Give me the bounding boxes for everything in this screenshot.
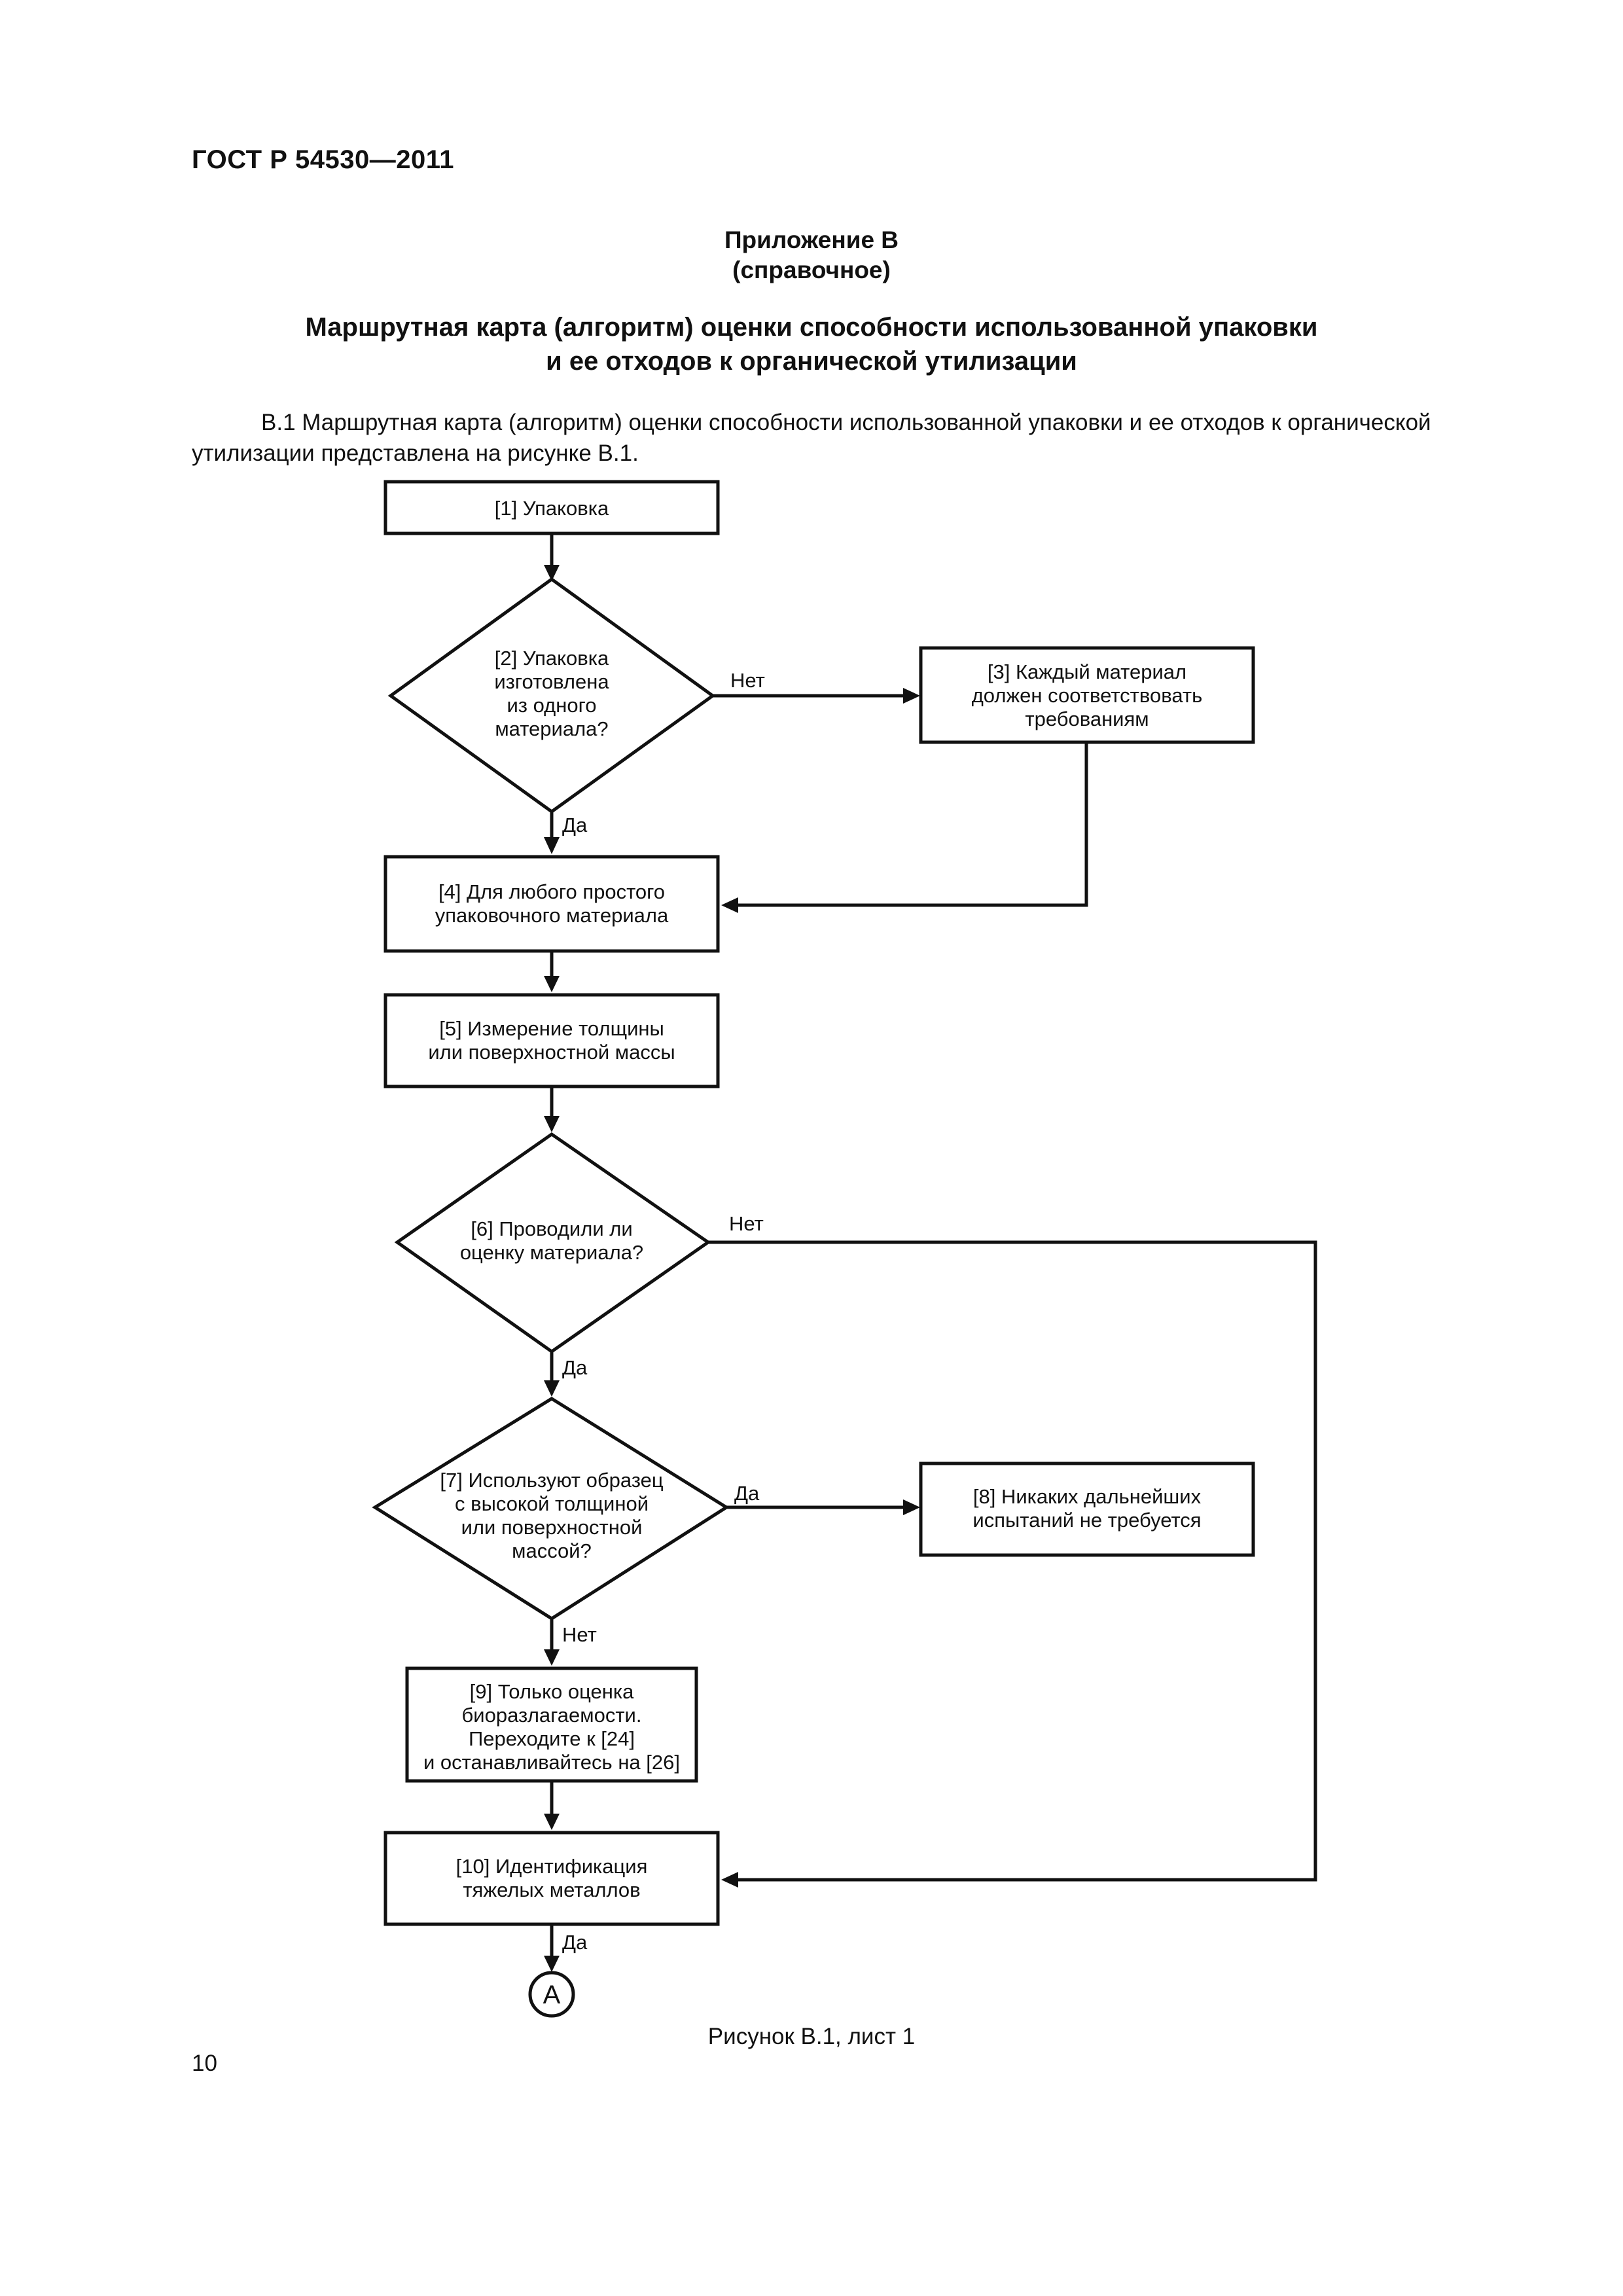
connector-label: A <box>543 1981 561 2009</box>
node-9: [9] Только оценка биоразлагаемости. Пере… <box>405 1666 698 1783</box>
node-6-line-1: [6] Проводили ли <box>471 1217 632 1240</box>
node-7-line-2: с высокой толщиной <box>455 1492 649 1515</box>
label-n2-no: Нет <box>730 669 765 692</box>
node-1: [1] Упаковка <box>383 480 720 535</box>
node-5-line-2: или поверхностной массы <box>428 1041 675 1064</box>
node-9-line-1: [9] Только оценка <box>470 1680 634 1703</box>
node-8-line-1: [8] Никаких дальнейших <box>973 1485 1202 1508</box>
arrowhead-2-4 <box>544 837 560 854</box>
figure-caption: Рисунок В.1, лист 1 <box>707 2024 916 2049</box>
node-3-line-3: требованиям <box>1025 708 1149 730</box>
label-n6-yes: Да <box>562 1356 588 1379</box>
node-7-decision: [7] Используют образец с высокой толщино… <box>372 1397 730 1621</box>
node-4-line-2: упаковочного материала <box>435 904 669 927</box>
node-4-line-1: [4] Для любого простого <box>438 880 665 903</box>
node-6-line-2: оценку материала? <box>460 1241 643 1264</box>
section-title-line-1: Маршрутная карта (алгоритм) оценки спосо… <box>305 313 1318 342</box>
arrowhead-4-5 <box>544 976 560 992</box>
node-2-line-4: материала? <box>495 717 608 740</box>
node-1-line-1: [1] Упаковка <box>495 497 609 520</box>
node-3-line-2: должен соответствовать <box>972 684 1203 707</box>
node-5: [5] Измерение толщины или поверхностной … <box>383 993 720 1088</box>
intro-paragraph: В.1 Маршрутная карта (алгоритм) оценки с… <box>192 410 1431 466</box>
arrowhead-3-4 <box>721 897 738 913</box>
node-7-line-3: или поверхностной <box>461 1516 643 1539</box>
node-6-decision: [6] Проводили ли оценку материала? <box>394 1132 711 1354</box>
node-4: [4] Для любого простого упаковочного мат… <box>383 855 720 953</box>
arrowhead-5-6 <box>544 1116 560 1132</box>
node-5-line-1: [5] Измерение толщины <box>439 1017 664 1040</box>
node-10-line-2: тяжелых металлов <box>463 1878 640 1901</box>
document-code: ГОСТ Р 54530—2011 <box>192 145 454 174</box>
label-n7-yes: Да <box>734 1482 760 1505</box>
arrowhead-2-3 <box>903 688 920 704</box>
arrowhead-1-2 <box>544 565 560 581</box>
node-3-line-1: [3] Каждый материал <box>988 660 1186 683</box>
node-9-line-2: биоразлагаемости. <box>462 1704 642 1727</box>
arrowhead-6-7 <box>544 1380 560 1397</box>
flow-connectors <box>544 533 1317 1972</box>
label-n7-no: Нет <box>562 1623 597 1646</box>
section-title-line-2: и ее отходов к органической утилизации <box>546 347 1077 376</box>
arrowhead-10-A <box>544 1956 560 1972</box>
node-8-line-2: испытаний не требуется <box>972 1509 1201 1532</box>
node-7-line-1: [7] Используют образец <box>440 1469 663 1492</box>
arrowhead-7-9 <box>544 1649 560 1666</box>
edge-6-10-no <box>702 1240 1317 1882</box>
node-8: [8] Никаких дальнейших испытаний не треб… <box>919 1462 1255 1557</box>
label-n10-yes: Да <box>562 1931 588 1954</box>
node-7-line-4: массой? <box>512 1539 592 1562</box>
arrowhead-6-10 <box>721 1872 738 1888</box>
arrowhead-7-8 <box>903 1499 920 1515</box>
node-2-line-3: из одного <box>507 694 596 717</box>
node-9-line-3: Переходите к [24] <box>469 1727 635 1750</box>
node-3: [3] Каждый материал должен соответствова… <box>919 646 1255 744</box>
arrowhead-9-10 <box>544 1814 560 1830</box>
node-10-line-1: [10] Идентификация <box>456 1855 648 1878</box>
annex-title: Приложение В <box>724 226 899 253</box>
annex-type: (справочное) <box>732 257 891 283</box>
node-2-line-2: изготовлена <box>494 670 609 693</box>
label-n6-no: Нет <box>729 1212 764 1235</box>
label-n2-yes: Да <box>562 814 588 836</box>
page-number: 10 <box>192 2051 217 2076</box>
node-9-line-4: и останавливайтесь на [26] <box>423 1751 680 1774</box>
node-2-decision: [2] Упаковка изготовлена из одного матер… <box>387 577 716 814</box>
edge-3-4 <box>726 744 1088 907</box>
node-2-line-1: [2] Упаковка <box>495 647 609 670</box>
off-page-connector-A: A <box>528 1971 575 2018</box>
node-10: [10] Идентификация тяжелых металлов <box>383 1831 720 1926</box>
